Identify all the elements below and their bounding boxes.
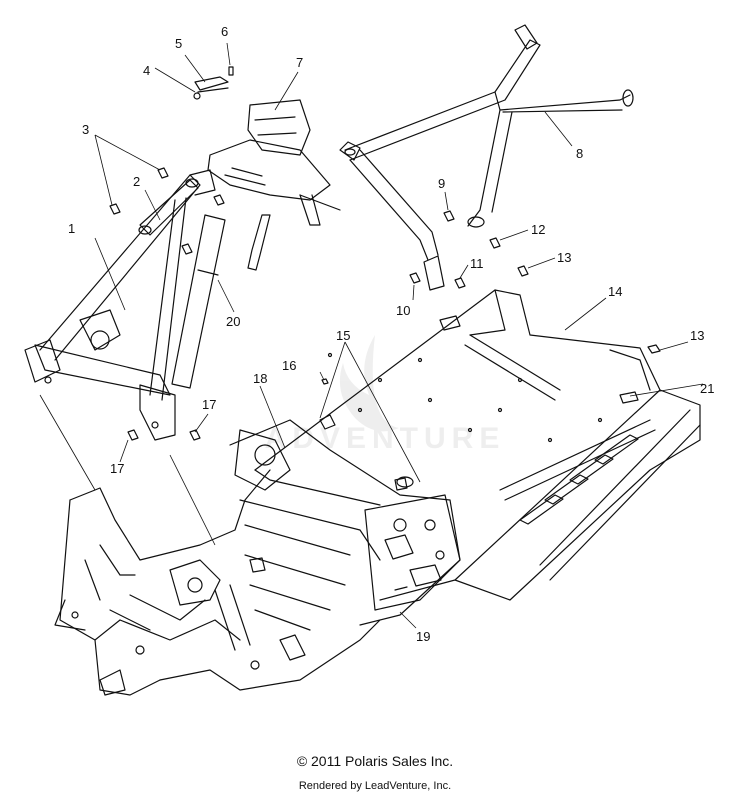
fasteners: [109, 167, 661, 441]
callout-20: 20: [226, 314, 240, 329]
watermark-logo: ADVENTURE: [265, 335, 506, 455]
callout-19: 19: [416, 629, 430, 644]
steering-post-bracket: [207, 99, 341, 226]
callout-10: 10: [396, 303, 410, 318]
callout-18: 18: [253, 371, 267, 386]
watermark-text: ADVENTURE: [265, 422, 506, 455]
callout-16: 16: [282, 358, 296, 373]
rivet-holes: [327, 352, 603, 443]
callout-1: 1: [68, 221, 75, 236]
callout-5: 5: [175, 36, 182, 51]
callout-2: 2: [133, 174, 140, 189]
callout-21: 21: [700, 381, 714, 396]
tunnel: [254, 289, 701, 601]
callout-7: 7: [296, 55, 303, 70]
callout-15: 15: [336, 328, 350, 343]
running-board: [499, 419, 656, 525]
callout-4: 4: [143, 63, 150, 78]
callout-13b: 13: [690, 328, 704, 343]
rendered-by-notice: Rendered by LeadVenture, Inc.: [298, 780, 452, 792]
callout-6: 6: [221, 24, 228, 39]
callout-labels: 1 2 3 4 5 6 7 8 9 10 11 12 13 13 14 15 1…: [68, 24, 714, 644]
callout-17b: 17: [110, 461, 124, 476]
upper-hardware-group: [193, 66, 234, 100]
callout-17a: 17: [202, 397, 216, 412]
rear-support-tube-assembly: [339, 24, 634, 291]
leader-lines: [39, 42, 704, 629]
support-link: [138, 178, 199, 236]
copyright-notice: © 2011 Polaris Sales Inc.: [296, 753, 454, 769]
callout-11: 11: [470, 256, 484, 271]
callout-12: 12: [531, 222, 545, 237]
front-strut: [171, 214, 226, 389]
front-bulkhead: [54, 429, 381, 696]
callout-14: 14: [608, 284, 622, 299]
callout-9: 9: [438, 176, 445, 191]
callout-13a: 13: [557, 250, 571, 265]
callout-8: 8: [576, 146, 583, 161]
cable-strap: [247, 214, 271, 271]
bulkhead-assembly: [229, 414, 461, 626]
callout-3: 3: [82, 122, 89, 137]
front-a-frame: [24, 169, 216, 441]
